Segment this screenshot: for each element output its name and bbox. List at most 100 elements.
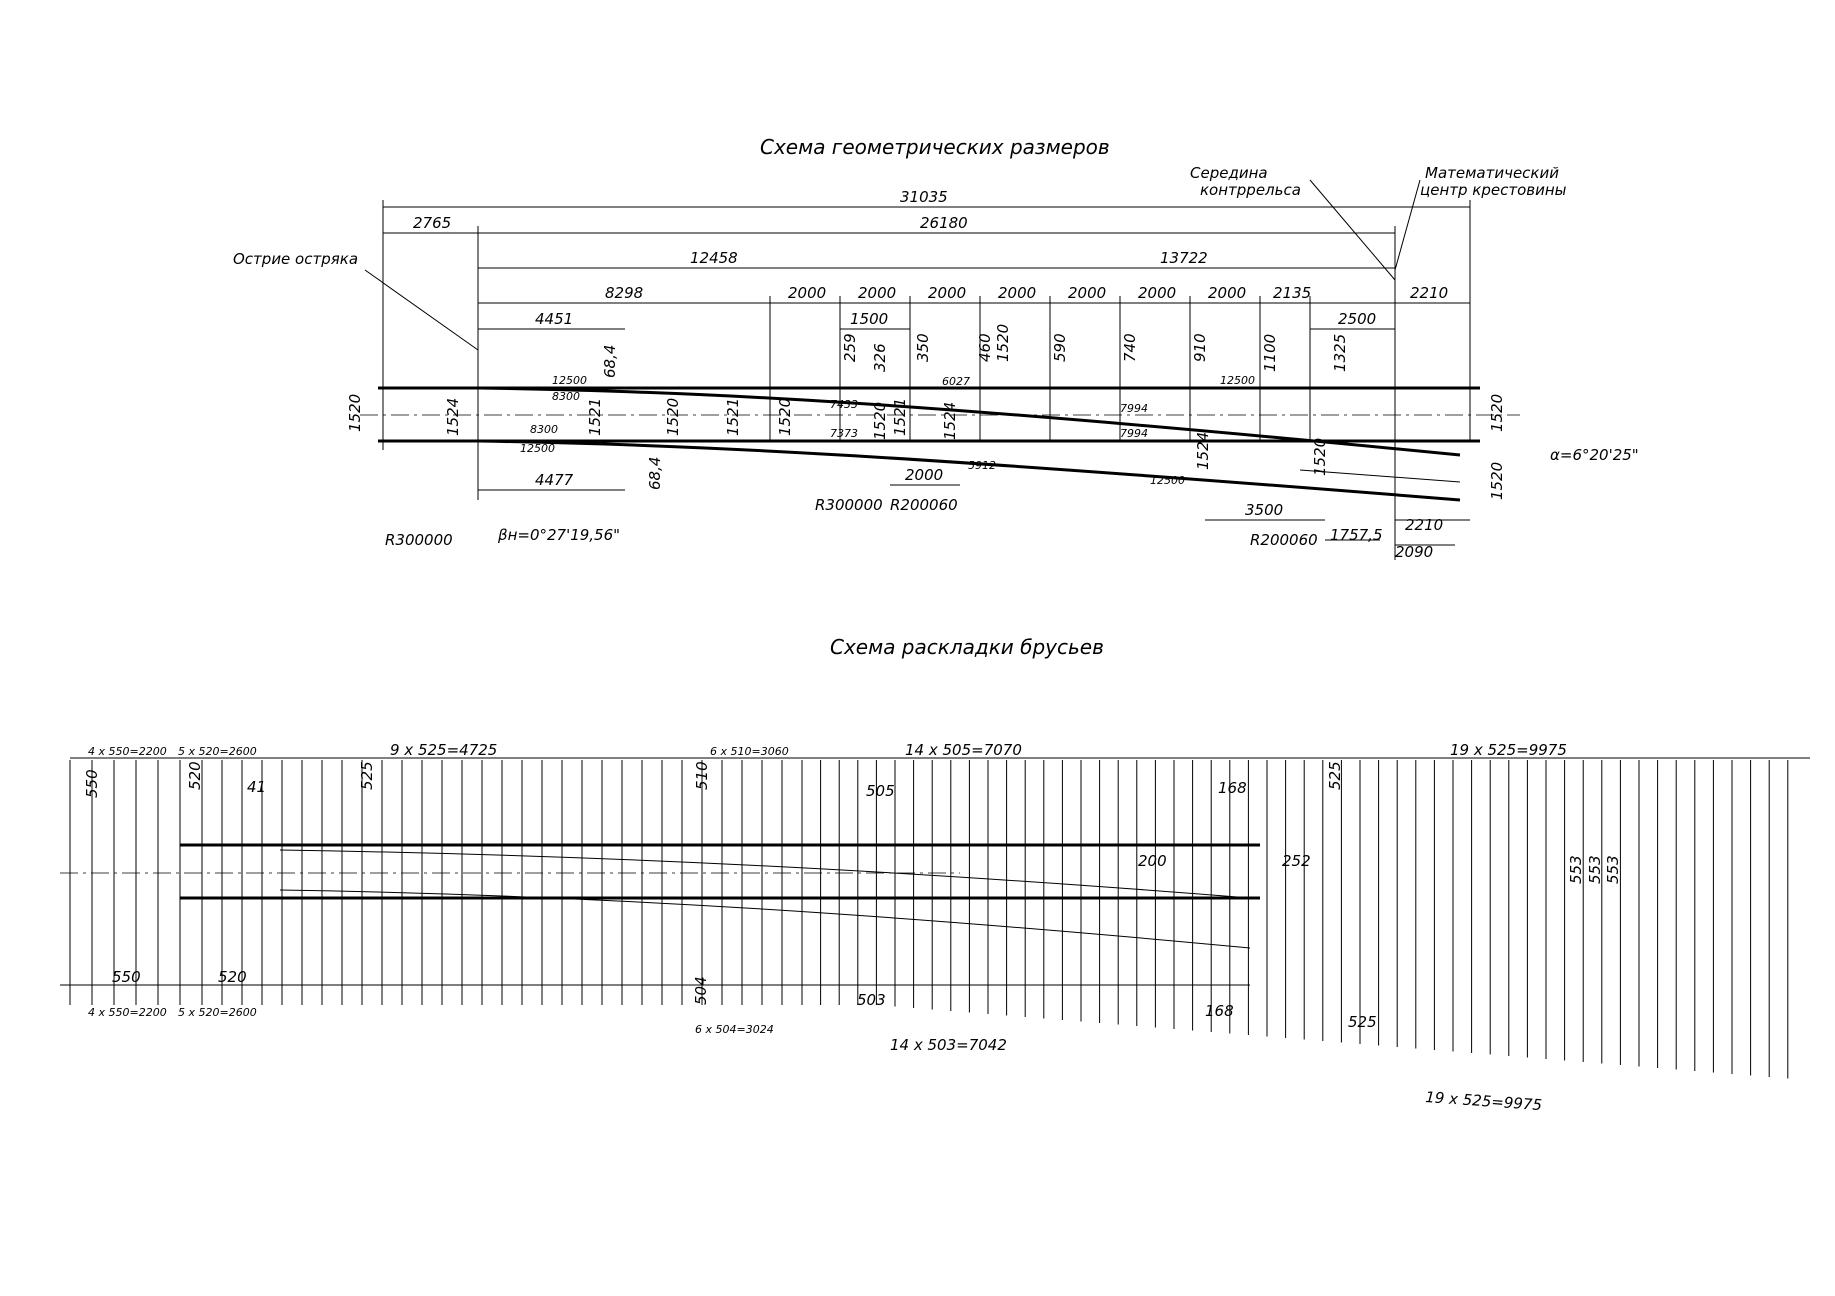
chord-7433: 7433 [830, 398, 858, 411]
dim-4477: 4477 [535, 471, 574, 489]
gauge-start: 1520 [346, 394, 364, 432]
dim-step-4: 2000 [998, 284, 1036, 302]
gauge-end-diverging: 1520 [1488, 462, 1506, 500]
top-group-3: 9 x 525=4725 [390, 741, 497, 759]
dim-b1: 8298 [605, 284, 643, 302]
chord-5912: 5912 [968, 459, 996, 472]
bottom-group-5: 19 x 525=9975 [1425, 1088, 1543, 1114]
sleeper-scheme: 4 x 550=2200 5 x 520=2600 9 x 525=4725 6… [60, 741, 1810, 1114]
dim-step-2: 2000 [858, 284, 896, 302]
misc-168-bottom: 168 [1205, 1002, 1234, 1020]
chord-6027: 6027 [942, 375, 970, 388]
ordinate-1100: 1100 [1261, 334, 1279, 372]
ordinate-740: 740 [1121, 333, 1139, 362]
dim-step-7: 2000 [1208, 284, 1246, 302]
dim-2500: 2500 [1338, 310, 1376, 328]
gauge-9: 1524 [1194, 432, 1212, 470]
ordinate-910: 910 [1191, 333, 1209, 362]
misc-510: 510 [693, 761, 711, 790]
top-group-2: 5 x 520=2600 [178, 745, 257, 758]
ordinate-68-4-bottom: 68,4 [646, 457, 664, 490]
misc-525-c: 525 [1348, 1013, 1377, 1031]
misc-504: 504 [692, 976, 710, 1005]
misc-200: 200 [1138, 852, 1167, 870]
dim-theoretical-length: 26180 [920, 214, 968, 232]
radius-mid-1: R300000 [815, 496, 883, 514]
top-group-5: 14 x 505=7070 [905, 741, 1022, 759]
dim-step-5: 2000 [1068, 284, 1106, 302]
misc-553-a: 553 [1567, 855, 1585, 884]
dimension-lines-top [364, 179, 1471, 560]
note-frog-center-1: Математический [1425, 164, 1559, 182]
top-group-1: 4 x 550=2200 [88, 745, 167, 758]
bottom-group-4: 14 x 503=7042 [890, 1036, 1007, 1054]
curve-12500-b: 12500 [520, 442, 555, 455]
misc-505: 505 [866, 782, 895, 800]
gauge-2: 1521 [586, 398, 604, 436]
sleeper-diverging-2 [279, 889, 1251, 949]
frog-angle-alpha: α=6°20'25" [1550, 446, 1639, 464]
dim-3500: 3500 [1245, 501, 1283, 519]
gauge-end-straight: 1520 [1488, 394, 1506, 432]
bottom-group-3: 6 x 504=3024 [695, 1023, 774, 1036]
note-switch-point: Острие остряка [233, 250, 358, 268]
misc-252: 252 [1282, 852, 1311, 870]
top-group-4: 6 x 510=3060 [710, 745, 789, 758]
misc-520-top: 520 [186, 761, 204, 790]
misc-168-top: 168 [1218, 779, 1247, 797]
curve-12500-a: 12500 [552, 374, 587, 387]
chord-7373: 7373 [830, 427, 858, 440]
ordinate-326: 326 [871, 343, 889, 372]
dim-front-overhang: 2765 [413, 214, 451, 232]
misc-41: 41 [247, 778, 266, 796]
ordinate-460: 460 [976, 333, 994, 362]
switch-angle-beta: βн=0°27'19,56" [497, 526, 620, 544]
geometry-scheme: 31035 2765 26180 12458 13722 8298 2000 2… [233, 164, 1639, 561]
dim-1757: 1757,5 [1330, 526, 1383, 544]
dim-section-a1: 12458 [690, 249, 738, 267]
bottom-group-1: 4 x 550=2200 [88, 1006, 167, 1019]
dim-step-6: 2000 [1138, 284, 1176, 302]
top-group-6: 19 x 525=9975 [1450, 741, 1567, 759]
bottom-group-2: 5 x 520=2600 [178, 1006, 257, 1019]
misc-550-top: 550 [83, 769, 101, 798]
gauge-3: 1520 [664, 398, 682, 436]
gauge-4: 1521 [724, 398, 742, 436]
misc-503: 503 [857, 991, 886, 1009]
curve-8300-a: 8300 [552, 390, 580, 403]
dim-step-1: 2000 [788, 284, 826, 302]
misc-525-b: 525 [1326, 761, 1344, 790]
chord-7994-b: 7994 [1120, 427, 1148, 440]
gauge-5: 1520 [776, 398, 794, 436]
gauge-10: 1520 [1311, 438, 1329, 476]
misc-520-bottom: 520 [218, 968, 247, 986]
sleeper-diverging-1 [279, 849, 1251, 899]
gauge-7: 1521 [891, 398, 909, 436]
ordinate-1520: 1520 [994, 324, 1012, 362]
curve-12500-c: 12500 [1150, 474, 1185, 487]
ordinate-259: 259 [841, 333, 859, 362]
misc-525-a: 525 [358, 761, 376, 790]
diverging-axis [1299, 469, 1461, 483]
note-guard-rail-mid-1: Середина [1190, 164, 1268, 182]
curve-8300-b: 8300 [530, 423, 558, 436]
dim-1500: 1500 [850, 310, 888, 328]
misc-550-bottom: 550 [112, 968, 141, 986]
note-guard-rail-mid-2: контррельса [1200, 181, 1301, 199]
dim-step-3: 2000 [928, 284, 966, 302]
misc-553-b: 553 [1586, 855, 1604, 884]
dim-section-a2: 13722 [1160, 249, 1208, 267]
chord-7994-a: 7994 [1120, 402, 1148, 415]
dim-2090: 2090 [1395, 543, 1433, 561]
dim-4451: 4451 [535, 310, 573, 328]
misc-553-c: 553 [1604, 855, 1622, 884]
dim-step-8: 2135 [1273, 284, 1311, 302]
dim-2210-bottom: 2210 [1405, 516, 1443, 534]
geometry-scheme-title: Схема геометрических размеров [760, 135, 1110, 159]
sleeper-scheme-title: Схема раскладки брусьев [830, 635, 1104, 659]
ordinate-1325: 1325 [1331, 334, 1349, 372]
radius-start: R300000 [385, 531, 453, 549]
note-frog-center-2: центр крестовины [1420, 181, 1567, 199]
gauge-6: 1520 [871, 402, 889, 440]
ordinate-590: 590 [1051, 333, 1069, 362]
